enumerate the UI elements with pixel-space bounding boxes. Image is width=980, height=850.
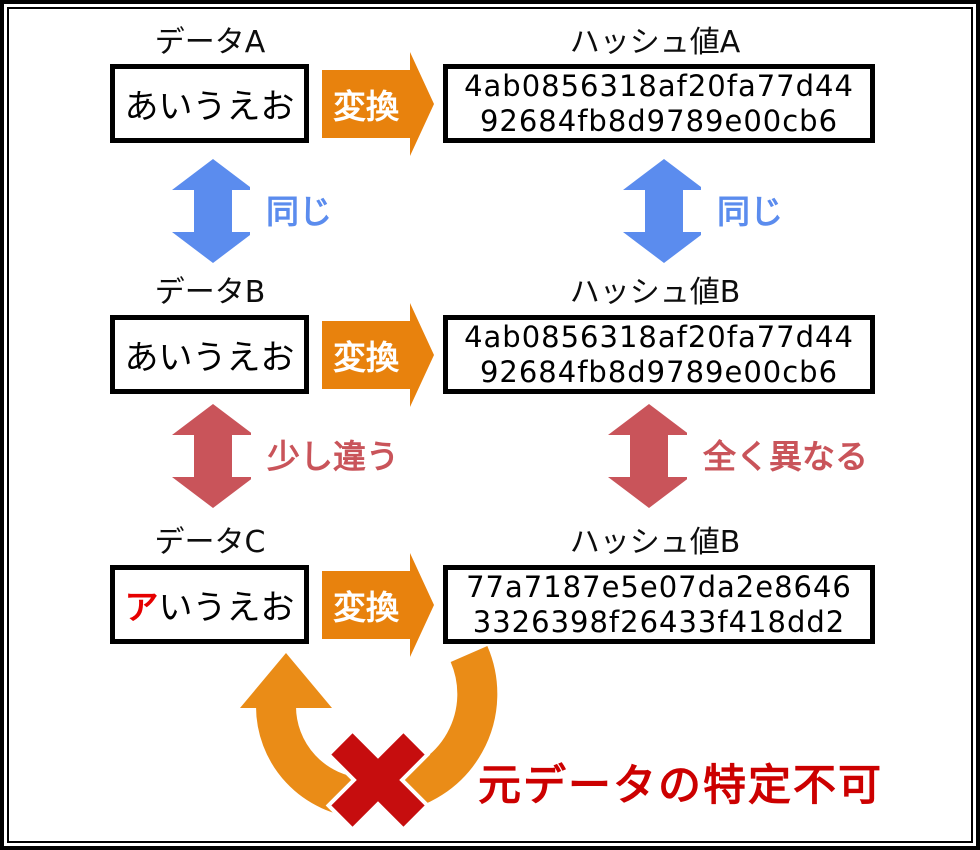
diff-label-hash: 全く異なる bbox=[687, 432, 870, 482]
convert-arrow-a: 変換 bbox=[322, 52, 434, 156]
hash-b-title: ハッシュ値B bbox=[569, 275, 741, 310]
convert-label-a: 変換 bbox=[333, 87, 399, 126]
data-a-title: データA bbox=[154, 25, 266, 60]
hash-a-line2: 92684fb8d9789e00cb6 bbox=[479, 103, 839, 138]
double-arrow-icon bbox=[172, 159, 254, 263]
diff-arrow-data bbox=[168, 404, 258, 512]
cross-x-icon bbox=[325, 727, 431, 833]
data-b-text: あいうえお bbox=[124, 338, 295, 378]
data-c-highlight-char: ア bbox=[124, 588, 159, 628]
double-arrow-icon bbox=[172, 404, 254, 508]
double-arrow-icon bbox=[608, 404, 690, 508]
same-label-data: 同じ bbox=[250, 187, 334, 237]
data-b-title: データB bbox=[154, 275, 266, 310]
hash-c-box: 77a7187e5e07da2e8646 3326398f26433f418dd… bbox=[443, 565, 875, 644]
hash-b-line2: 92684fb8d9789e00cb6 bbox=[479, 354, 839, 389]
same-arrow-data bbox=[168, 159, 258, 267]
same-label-hash: 同じ bbox=[701, 187, 785, 237]
same-arrow-hash bbox=[619, 159, 709, 267]
data-a-box: あいうえお bbox=[110, 64, 309, 143]
data-a-text: あいうえお bbox=[124, 87, 295, 127]
data-c-box: アいうえお bbox=[110, 565, 309, 644]
hash-b-box: 4ab0856318af20fa77d44 92684fb8d9789e00cb… bbox=[443, 315, 875, 394]
u-turn-arrow-icon bbox=[240, 646, 498, 833]
convert-label-b: 変換 bbox=[333, 338, 399, 377]
right-arrow-icon bbox=[322, 52, 434, 156]
right-arrow-icon bbox=[322, 303, 434, 407]
diff-arrow-hash bbox=[604, 404, 694, 512]
hash-c-title: ハッシュ値B bbox=[569, 525, 741, 560]
hash-c-line1: 77a7187e5e07da2e8646 bbox=[466, 569, 852, 604]
hash-b-line1: 4ab0856318af20fa77d44 bbox=[464, 319, 854, 354]
convert-label-c: 変換 bbox=[333, 588, 399, 627]
double-arrow-icon bbox=[623, 159, 705, 263]
bottom-caption: 元データの特定不可 bbox=[478, 761, 883, 811]
hash-a-box: 4ab0856318af20fa77d44 92684fb8d9789e00cb… bbox=[443, 64, 875, 143]
data-c-title: データC bbox=[154, 525, 266, 560]
diff-label-data: 少し違う bbox=[251, 432, 401, 482]
hash-a-title: ハッシュ値A bbox=[569, 25, 741, 60]
hash-c-line2: 3326398f26433f418dd2 bbox=[472, 604, 846, 639]
data-c-text: いうえお bbox=[158, 588, 295, 628]
right-arrow-icon bbox=[322, 553, 434, 657]
convert-arrow-c: 変換 bbox=[322, 553, 434, 657]
data-b-box: あいうえお bbox=[110, 315, 309, 394]
convert-arrow-b: 変換 bbox=[322, 303, 434, 407]
hash-a-line1: 4ab0856318af20fa77d44 bbox=[464, 68, 854, 103]
